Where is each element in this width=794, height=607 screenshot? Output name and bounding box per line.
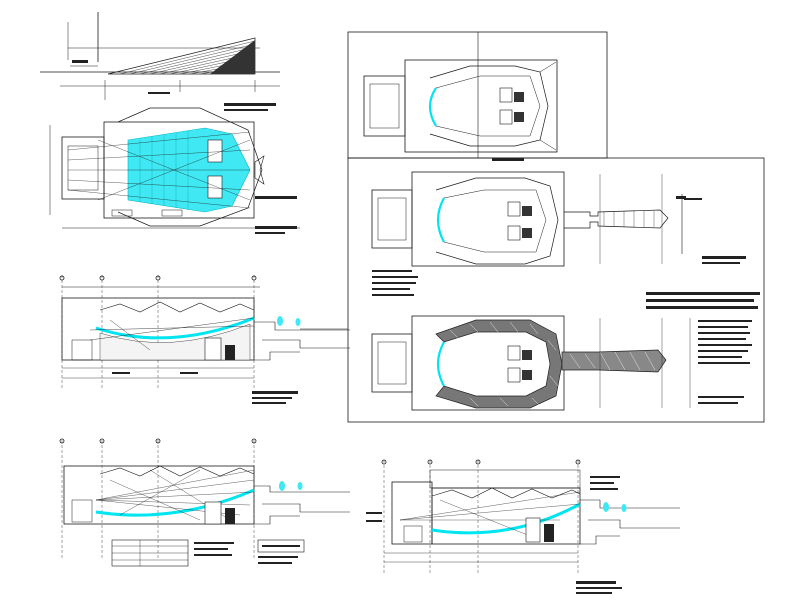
plan-main (49, 103, 300, 234)
section-longitudinal-2 (59, 438, 350, 567)
plan-option-a (363, 59, 558, 161)
plan-option-b (371, 171, 746, 296)
section-longitudinal-3 (366, 459, 680, 594)
options-frame (347, 31, 765, 423)
section-longitudinal-1 (59, 275, 350, 404)
top-section-profile (40, 12, 280, 100)
plan-option-c (371, 292, 760, 411)
